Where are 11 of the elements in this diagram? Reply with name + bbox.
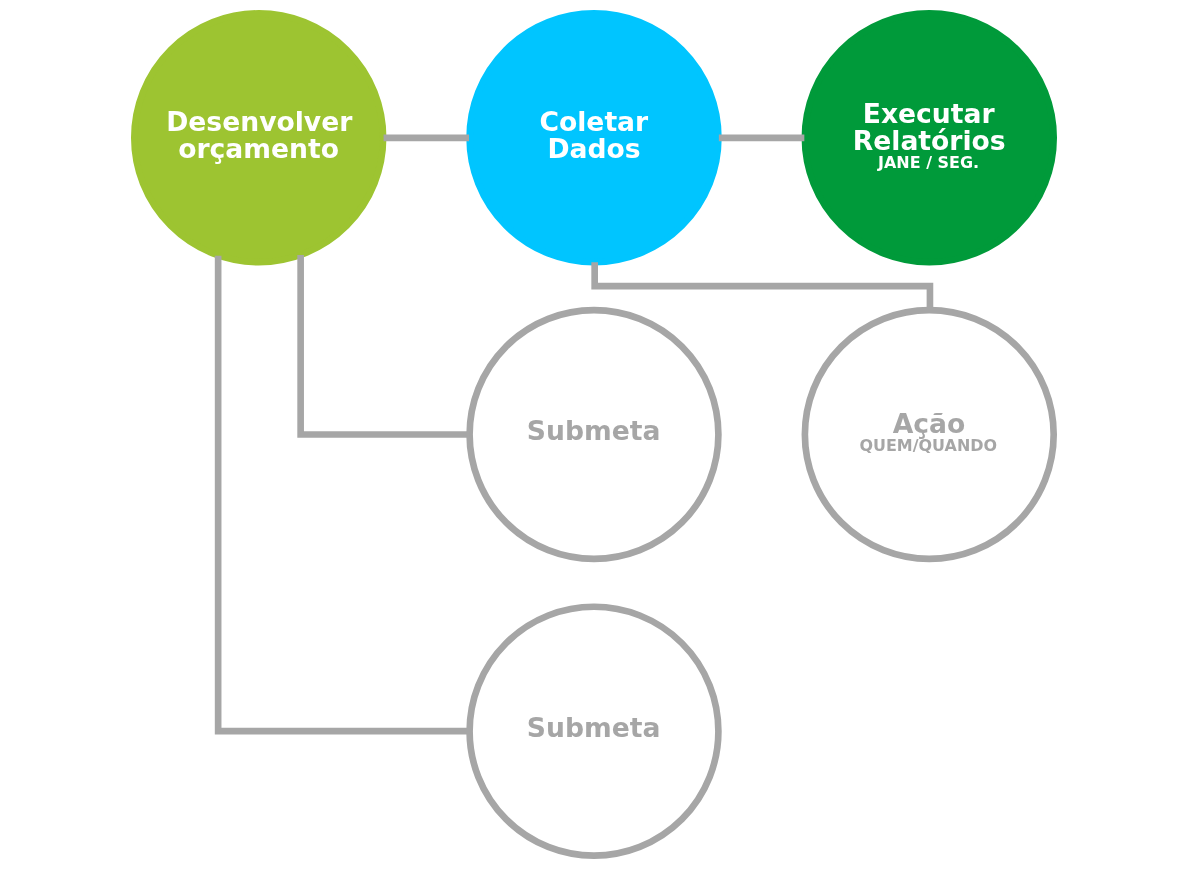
node-circle: Submeta <box>466 603 722 859</box>
node-circle: Submeta <box>466 306 722 563</box>
connector <box>214 255 470 735</box>
node-circle: Coletar Dados <box>466 10 722 266</box>
node-circle: Desenvolver orçamento <box>131 10 387 266</box>
node-circle: Ação QUEM/QUANDO <box>801 306 1057 563</box>
connector <box>297 255 470 438</box>
connector <box>591 262 934 310</box>
connector <box>718 134 805 142</box>
node-circle: Executar Relatórios JANE / SEG. <box>801 10 1057 266</box>
connector <box>383 134 470 142</box>
